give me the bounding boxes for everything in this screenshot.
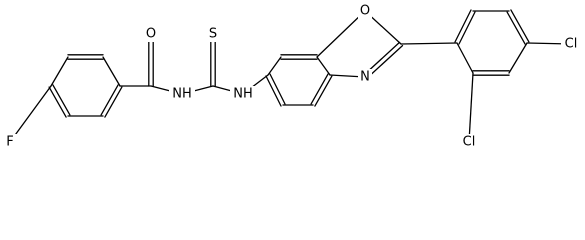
bond-a6-a1 bbox=[50, 56, 69, 87]
oxazole-oxygen: O bbox=[358, 3, 372, 19]
oxazole-oxygen-label: O bbox=[360, 4, 370, 19]
bond-c9-n3-second bbox=[365, 44, 404, 80]
bond-lines bbox=[9, 9, 572, 143]
bond-b6-b1 bbox=[267, 56, 282, 76]
amide-nh-label: NH bbox=[172, 87, 192, 102]
aryl-nh-label: NH bbox=[233, 87, 253, 102]
bond-d6-cl2 bbox=[468, 72, 474, 143]
bond-a2-a3 bbox=[102, 56, 121, 87]
aryl-nh: NH bbox=[230, 86, 256, 102]
bond-b2-o2 bbox=[316, 10, 366, 58]
bond-a5-a6 bbox=[52, 84, 71, 116]
bond-b2-b3 bbox=[316, 56, 331, 76]
bond-c9-d1 bbox=[400, 42, 458, 45]
bond-a3-a4-second bbox=[104, 86, 123, 118]
bond-d4-d5 bbox=[508, 42, 528, 74]
thione-sulfur-label: S bbox=[209, 27, 217, 42]
bond-b3-b4-second bbox=[314, 75, 333, 107]
bond-a6-f1 bbox=[9, 85, 52, 143]
fluorine-label: F bbox=[6, 135, 13, 150]
bond-d3-d4-second bbox=[510, 9, 530, 43]
carbonyl-oxygen: O bbox=[144, 26, 158, 42]
chlorine-2-label: Cl bbox=[463, 135, 476, 150]
bond-d6-d1 bbox=[456, 42, 474, 74]
bond-d1-d2-second bbox=[454, 9, 472, 43]
chlorine-4: Cl bbox=[561, 36, 581, 52]
bond-b5-b6-second bbox=[265, 75, 282, 107]
bond-a3-a4 bbox=[100, 84, 119, 116]
chlorine-2: Cl bbox=[459, 134, 479, 150]
bond-b5-b6 bbox=[269, 73, 286, 105]
bond-d1-d2 bbox=[458, 11, 476, 45]
amide-nh: NH bbox=[169, 86, 195, 102]
bond-b3-b4 bbox=[310, 73, 329, 105]
chlorine-4-label: Cl bbox=[565, 37, 578, 52]
carbonyl-oxygen-label: O bbox=[146, 27, 156, 42]
bond-a5-a6-second bbox=[48, 86, 67, 118]
thione-sulfur: S bbox=[206, 26, 220, 42]
bond-d3-d4 bbox=[506, 11, 526, 45]
oxazole-nitrogen-label: N bbox=[360, 70, 370, 85]
oxazole-nitrogen: N bbox=[358, 69, 372, 85]
structural-formula: O S NH NH O N F Cl bbox=[3, 3, 581, 150]
fluorine: F bbox=[3, 134, 17, 150]
atom-labels: O S NH NH O N F Cl bbox=[3, 3, 581, 150]
